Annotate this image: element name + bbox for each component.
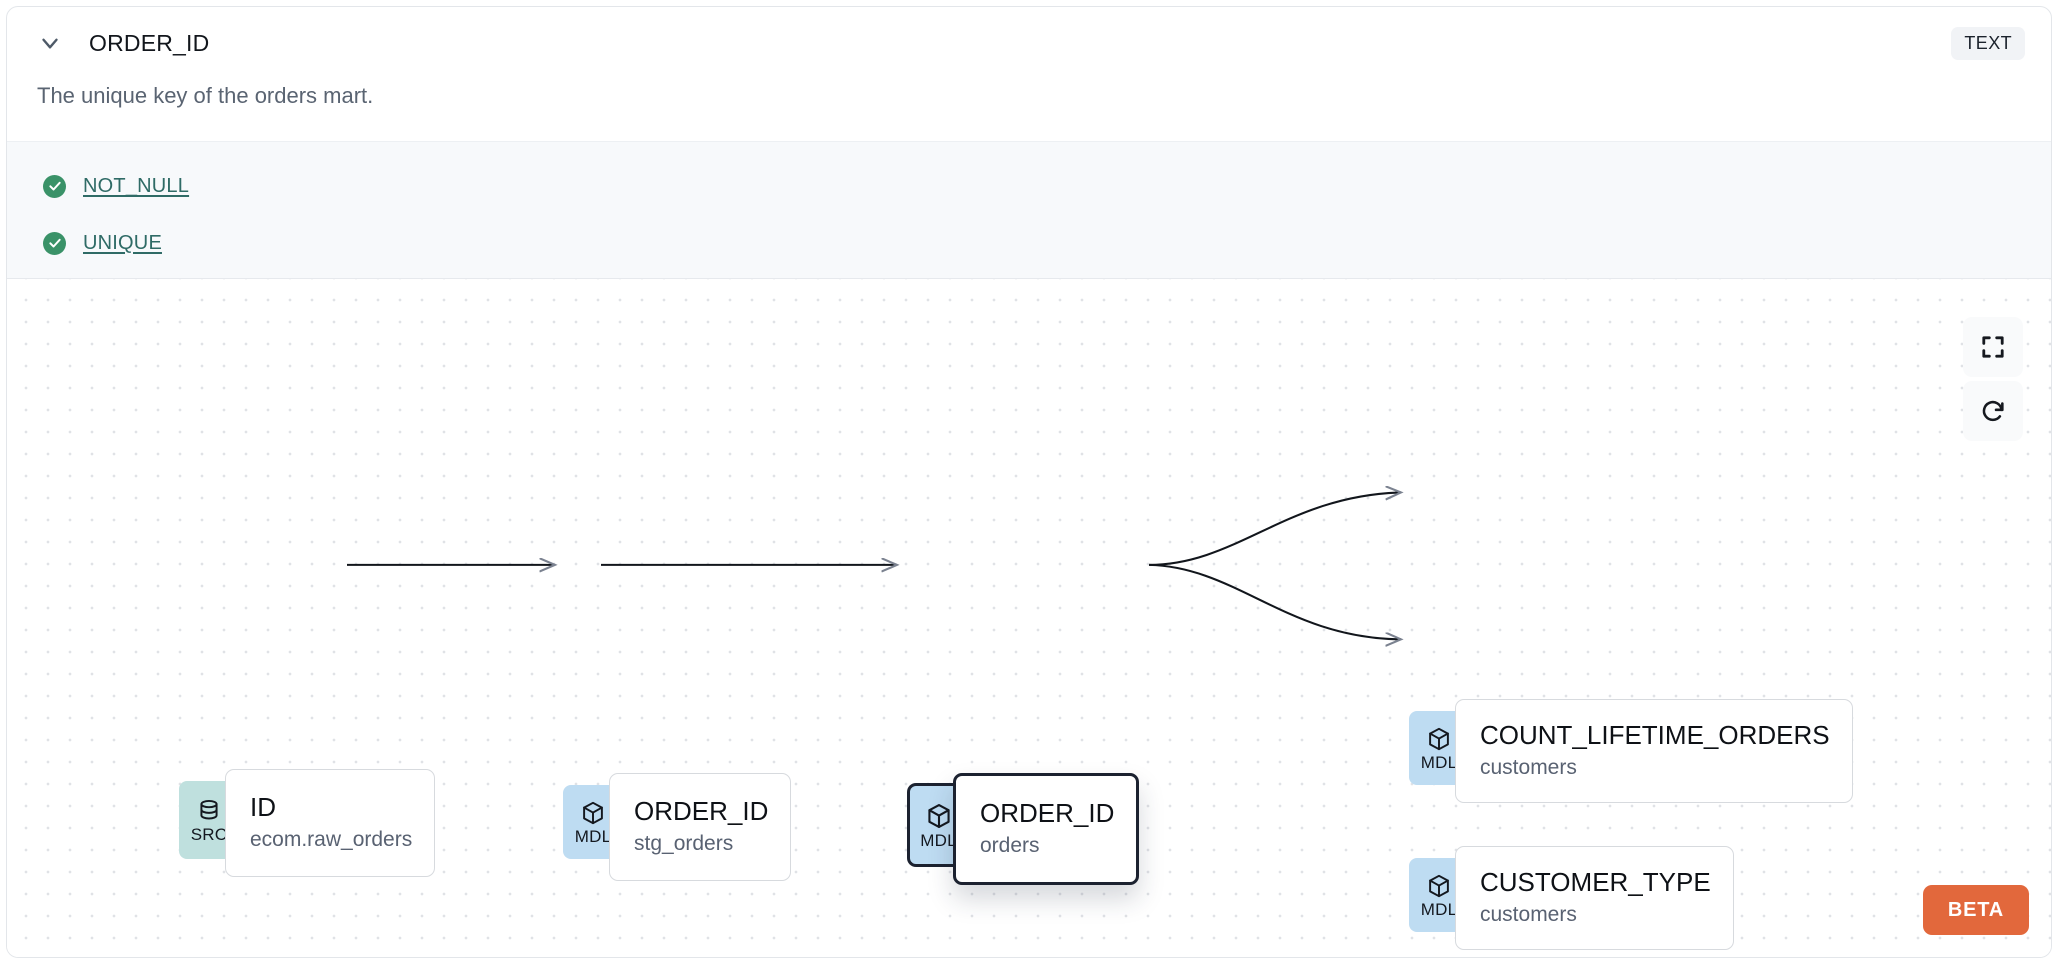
column-detail-card: ORDER_ID TEXT The unique key of the orde…: [6, 6, 2052, 958]
test-link-unique[interactable]: UNIQUE: [83, 231, 162, 254]
node-body: CUSTOMER_TYPE customers: [1455, 846, 1734, 950]
fullscreen-icon: [1982, 336, 2004, 358]
cube-icon: [1429, 727, 1449, 751]
lineage-node-orders-selected[interactable]: MDL ORDER_ID orders: [907, 773, 1140, 885]
check-circle-icon: [43, 231, 66, 255]
node-column-name: ORDER_ID: [634, 796, 769, 827]
node-kind-label: SRC: [190, 825, 228, 844]
node-source-name: customers: [1480, 902, 1577, 926]
node-source-name: ecom.raw_orders: [250, 827, 413, 851]
node-kind-label: MDL: [1420, 900, 1458, 919]
cube-icon: [583, 801, 603, 825]
check-circle-icon: [43, 174, 66, 198]
page-title: ORDER_ID: [89, 29, 210, 56]
refresh-icon: [1982, 400, 2004, 422]
node-column-name: ID: [250, 792, 276, 823]
node-body: ID ecom.raw_orders: [225, 769, 436, 877]
node-source-name: stg_orders: [634, 831, 734, 855]
list-item: UNIQUE: [43, 221, 2051, 265]
card-header: ORDER_ID TEXT: [7, 7, 2051, 79]
cube-icon: [1429, 874, 1449, 898]
lineage-edges: [347, 279, 2051, 957]
list-item: NOT_NULL: [43, 164, 2051, 208]
node-column-name: CUSTOMER_TYPE: [1480, 867, 1711, 898]
database-icon: [200, 799, 218, 820]
column-description: The unique key of the orders mart.: [37, 83, 374, 108]
canvas-controls: [1963, 317, 2023, 441]
lineage-canvas[interactable]: SRC ID ecom.raw_orders MDL ORDER_ID stg_…: [7, 279, 2051, 957]
edge-mart-count: [1148, 492, 1401, 566]
lineage-node-src-id[interactable]: SRC ID ecom.raw_orders: [179, 769, 436, 877]
beta-badge[interactable]: BETA: [1922, 885, 2029, 935]
tests-section: NOT_NULL UNIQUE: [7, 141, 2051, 279]
fit-view-button[interactable]: [1963, 317, 2023, 377]
node-kind-label: MDL: [1420, 753, 1458, 772]
node-body: ORDER_ID stg_orders: [609, 773, 792, 881]
data-type-badge: TEXT: [1951, 27, 2025, 60]
lineage-node-count-lifetime-orders[interactable]: MDL COUNT_LIFETIME_ORDERS customers: [1409, 699, 1853, 803]
lineage-node-customer-type[interactable]: MDL CUSTOMER_TYPE customers: [1409, 846, 1734, 950]
node-kind-label: MDL: [574, 827, 612, 846]
test-link-not-null[interactable]: NOT_NULL: [83, 174, 190, 197]
edge-mart-ctype: [1148, 563, 1401, 639]
reset-button[interactable]: [1963, 381, 2023, 441]
chevron-down-icon[interactable]: [33, 26, 67, 60]
lineage-node-stg-orders[interactable]: MDL ORDER_ID stg_orders: [563, 773, 792, 881]
node-body: ORDER_ID orders: [953, 773, 1140, 885]
cube-icon: [927, 803, 950, 829]
node-kind-label: MDL: [920, 831, 957, 850]
node-source-name: orders: [980, 833, 1040, 857]
node-column-name: COUNT_LIFETIME_ORDERS: [1480, 720, 1830, 751]
node-source-name: customers: [1480, 755, 1577, 779]
node-body: COUNT_LIFETIME_ORDERS customers: [1455, 699, 1853, 803]
node-column-name: ORDER_ID: [980, 798, 1115, 829]
